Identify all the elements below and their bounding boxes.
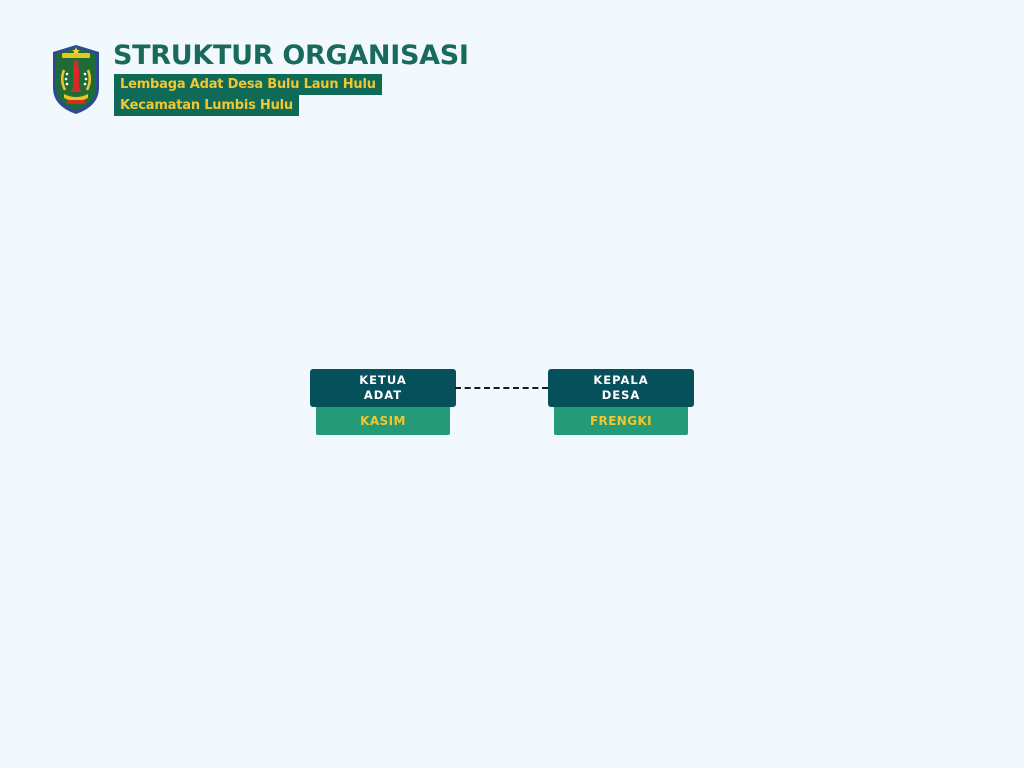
org-node-kepala-desa: KEPALA DESA FRENGKI: [548, 369, 694, 435]
position-title-line: KETUA: [359, 372, 407, 387]
position-title-line: KEPALA: [593, 372, 649, 387]
district-name-label: Kecamatan Lumbis Hulu: [114, 95, 299, 116]
person-name-label: KASIM: [316, 407, 450, 435]
person-name-label: FRENGKI: [554, 407, 688, 435]
regency-coat-of-arms-icon: [50, 44, 102, 116]
position-title-box: KETUA ADAT: [310, 369, 456, 407]
org-node-ketua-adat: KETUA ADAT KASIM: [310, 369, 456, 435]
dashed-connector-line: [455, 387, 548, 389]
position-title-line: DESA: [601, 388, 641, 402]
page-title: STRUKTUR ORGANISASI: [113, 40, 469, 71]
position-title-line: ADAT: [363, 388, 403, 402]
position-title-box: KEPALA DESA: [548, 369, 694, 407]
institution-name-label: Lembaga Adat Desa Bulu Laun Hulu: [114, 74, 382, 95]
